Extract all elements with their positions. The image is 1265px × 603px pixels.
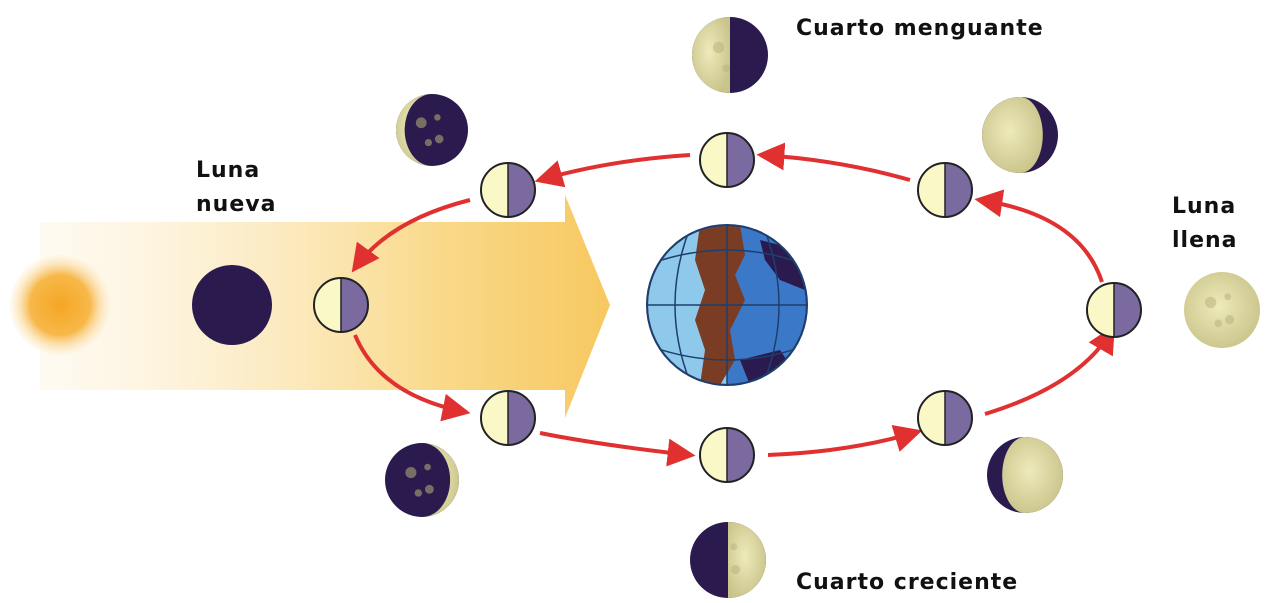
moon-phase-icon <box>480 162 536 218</box>
first-quarter-label: Cuarto creciente <box>796 570 1019 595</box>
moon-phase-icon <box>1086 282 1142 338</box>
moon-phase-icon <box>699 132 755 188</box>
moon-phase-icon <box>480 390 536 446</box>
moon-phase-icon <box>690 522 766 598</box>
sun-icon <box>10 255 110 355</box>
moon-phase-icon <box>982 97 1058 173</box>
orbit-moons <box>313 132 1142 483</box>
moon-phase-icon <box>396 94 468 166</box>
phase-moons <box>385 17 1260 598</box>
moon-phase-icon <box>917 162 973 218</box>
new-moon-label: Luna nueva <box>196 158 277 217</box>
full-moon-label: Luna llena <box>1172 194 1238 253</box>
moon-phase-icon <box>987 437 1063 513</box>
earth-icon <box>646 224 808 386</box>
new-moon-icon <box>192 265 272 345</box>
moon-phase-icon <box>917 390 973 446</box>
moon-phase-icon <box>699 427 755 483</box>
moon-phase-icon <box>313 277 369 333</box>
moon-phase-icon <box>385 443 459 517</box>
moon-phase-icon <box>1184 272 1260 348</box>
moon-phase-icon <box>692 17 768 93</box>
orbit-arrow-icon <box>351 142 1115 467</box>
last-quarter-label: Cuarto menguante <box>796 16 1044 41</box>
